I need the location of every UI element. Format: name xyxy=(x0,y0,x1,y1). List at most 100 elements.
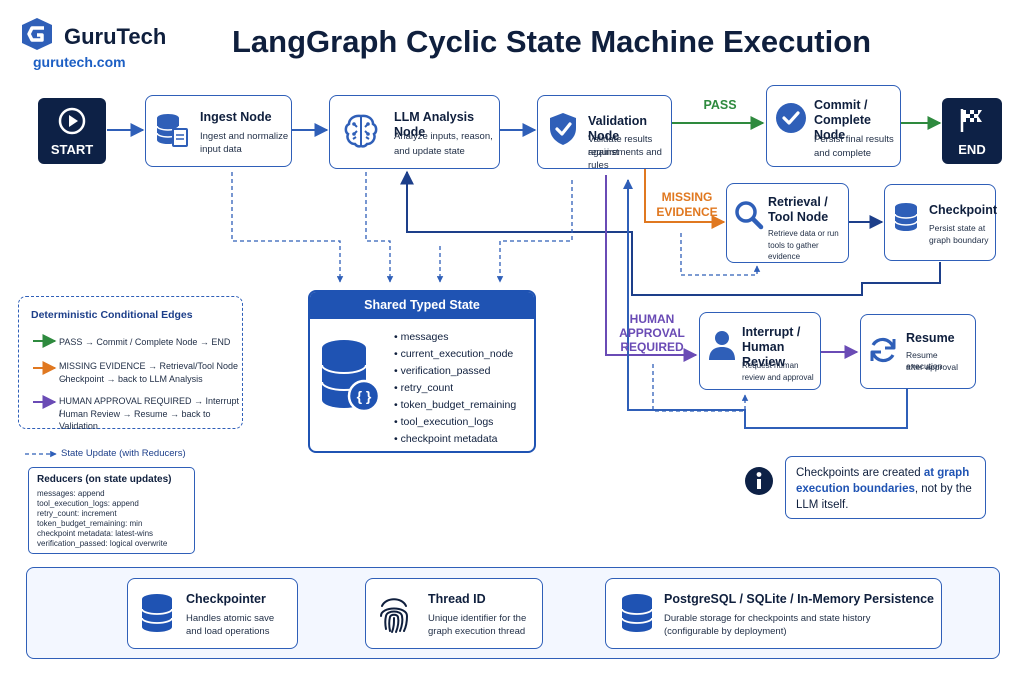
database-icon xyxy=(155,112,189,153)
checkpoint-node: Checkpoint Persist state at graph bounda… xyxy=(884,184,998,261)
reducer-line: retry_count: increment xyxy=(37,509,117,518)
database-icon xyxy=(893,202,919,237)
commit-title-2: Complete Node xyxy=(814,113,871,142)
reducers-box: Reducers (on state updates) messages: ap… xyxy=(28,467,195,554)
checkpoint-note: Checkpoints are created at graph executio… xyxy=(785,456,986,519)
state-field: • verification_passed xyxy=(394,365,491,377)
reducers-title: Reducers (on state updates) xyxy=(37,474,172,485)
thread-id-box: Thread ID Unique identifier for the grap… xyxy=(365,578,543,649)
shared-state-title: Shared Typed State xyxy=(364,298,480,312)
legend-missing-1: MISSING EVIDENCE → Retrieval/Tool Node → xyxy=(59,361,239,383)
legend-title: Deterministic Conditional Edges xyxy=(31,309,193,321)
resume-desc-2: after approval xyxy=(906,362,958,372)
thread-id-desc-1: Unique identifier for the xyxy=(428,613,527,624)
state-field: • tool_execution_logs xyxy=(394,416,494,428)
reducer-line: verification_passed: logical overwrite xyxy=(37,539,168,548)
play-icon xyxy=(57,106,87,139)
database-icon: { } xyxy=(320,338,381,421)
state-field: • checkpoint metadata xyxy=(394,433,498,445)
legend-pass: PASS → Commit / Complete Node → END xyxy=(59,337,231,347)
resume-title: Resume xyxy=(906,331,955,345)
storage-desc-1: Durable storage for checkpoints and stat… xyxy=(664,613,871,624)
state-field: • messages xyxy=(394,331,449,343)
database-icon xyxy=(140,592,174,639)
refresh-icon xyxy=(868,335,898,370)
retrieval-title-2: Tool Node xyxy=(768,210,829,224)
shared-state-header xyxy=(310,292,534,319)
note-part-3: LLM itself. xyxy=(796,499,849,511)
end-label: END xyxy=(958,142,986,157)
reducer-line: token_budget_remaining: min xyxy=(37,519,143,528)
checkpointer-desc-2: and load operations xyxy=(186,626,270,637)
interrupt-node: Interrupt / Human Review Request human r… xyxy=(699,312,821,390)
resume-desc-1: Resume execution xyxy=(906,350,943,371)
legend-box: Deterministic Conditional Edges PASS → C… xyxy=(18,296,243,431)
state-field: • token_budget_remaining xyxy=(394,399,517,411)
note-highlight-2: execution boundaries xyxy=(796,483,915,495)
reducer-line: tool_execution_logs: append xyxy=(37,499,139,508)
user-icon xyxy=(708,329,736,366)
note-part-2: , not by the xyxy=(914,483,972,495)
interrupt-title-2: Human Review xyxy=(742,340,786,369)
resume-node: Resume Resume execution after approval xyxy=(860,314,976,389)
fingerprint-icon xyxy=(377,594,411,639)
interrupt-desc-1: Request human xyxy=(742,361,799,370)
human-approval-label-2: APPROVAL xyxy=(619,326,685,340)
reducer-line: messages: append xyxy=(37,489,105,498)
ingest-desc-1: Ingest and normalize xyxy=(200,131,289,142)
reducer-line: checkpoint metadata: latest-wins xyxy=(37,529,154,538)
retrieval-node: Retrieval / Tool Node Retrieve data or r… xyxy=(726,183,849,263)
state-update-validation xyxy=(496,180,573,283)
llm-desc-1: Analyze inputs, reason, xyxy=(394,131,493,142)
missing-evidence-label-1: MISSING xyxy=(661,190,713,204)
human-approval-label-1: HUMAN xyxy=(629,312,675,326)
llm-title: LLM Analysis Node xyxy=(394,110,475,139)
state-update-legend-label: State Update (with Reducers) xyxy=(61,448,186,459)
start-node: START xyxy=(38,98,106,164)
llm-desc-2: and update state xyxy=(394,146,465,157)
storage-title: PostgreSQL / SQLite / In-Memory Persiste… xyxy=(664,592,934,606)
validation-node: Validation Node Validate results against… xyxy=(537,95,672,171)
validation-desc-2: requirements and rules xyxy=(588,147,662,171)
checkpoint-title: Checkpoint xyxy=(929,203,998,217)
svg-text:{ }: { } xyxy=(357,388,372,404)
brand-url[interactable]: gurutech.com xyxy=(33,54,126,70)
note-part-1: Checkpoints are created xyxy=(796,467,924,479)
search-icon xyxy=(734,200,764,235)
commit-title-1: Commit / xyxy=(814,98,868,112)
state-field: • current_execution_node xyxy=(394,348,514,360)
validation-desc-1: Validate results against xyxy=(588,134,653,158)
checkpoint-desc-2: graph boundary xyxy=(929,235,989,245)
start-label: START xyxy=(50,142,94,157)
retrieval-title-1: Retrieval / xyxy=(768,195,828,209)
thread-id-desc-2: graph execution thread xyxy=(428,626,526,637)
commit-node: Commit / Complete Node Persist final res… xyxy=(766,85,901,167)
shared-state-panel: Shared Typed State { } • messages • curr… xyxy=(308,290,536,453)
interrupt-desc-2: review and approval xyxy=(742,373,814,382)
page-title: LangGraph Cyclic State Machine Execution xyxy=(232,24,872,59)
logo-icon xyxy=(18,16,56,52)
checkpointer-desc-1: Handles atomic save xyxy=(186,613,275,624)
state-field-list: • messages • current_execution_node • ve… xyxy=(394,329,516,448)
legend-human-1: HUMAN APPROVAL REQUIRED → Interrupt / xyxy=(59,396,240,418)
info-icon xyxy=(744,466,774,501)
commit-desc-2: and complete xyxy=(814,148,872,159)
checkpoint-desc-1: Persist state at xyxy=(929,223,986,233)
validation-title: Validation Node xyxy=(588,114,648,143)
llm-analysis-node: LLM Analysis Node Analyze inputs, reason… xyxy=(329,95,500,169)
human-approval-label-3: REQUIRED xyxy=(620,340,684,354)
checkpointer-title: Checkpointer xyxy=(186,592,266,606)
state-update-ingest xyxy=(231,172,344,283)
legend-human-2: Human Review → Resume → back to Validati… xyxy=(59,409,211,431)
retrieval-desc-1: Retrieve data or run xyxy=(768,229,839,238)
storage-desc-2: (configurable by deployment) xyxy=(664,626,787,637)
note-highlight-1: at graph xyxy=(923,467,970,479)
database-icon xyxy=(620,592,654,639)
commit-desc-1: Persist final results xyxy=(814,134,894,145)
ingest-title: Ingest Node xyxy=(200,110,272,124)
check-circle-icon xyxy=(775,102,807,139)
storage-box: PostgreSQL / SQLite / In-Memory Persiste… xyxy=(605,578,942,649)
state-update-llm-a xyxy=(365,172,394,283)
interrupt-title-1: Interrupt / xyxy=(742,325,801,339)
ingest-desc-2: input data xyxy=(200,144,242,155)
